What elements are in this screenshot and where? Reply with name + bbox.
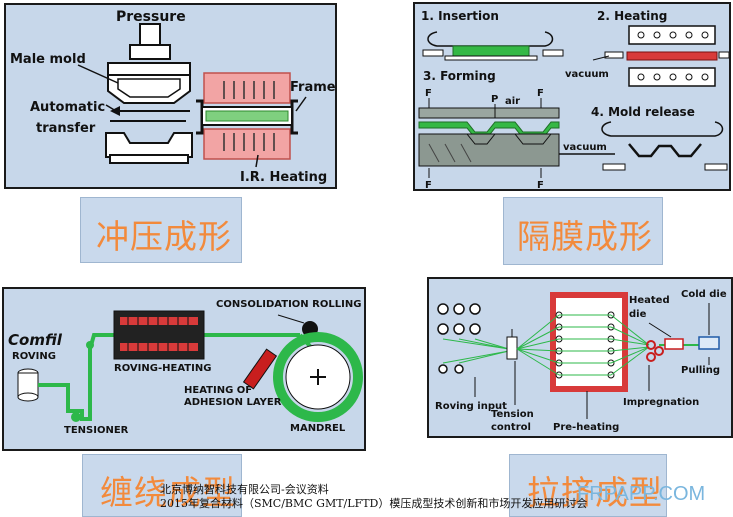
comfil-brand: Comfil <box>8 331 63 349</box>
consolidation-label: CONSOLIDATION ROLLING <box>216 299 361 310</box>
force-label-1: F <box>425 88 432 99</box>
tensioner-label: TENSIONER <box>64 425 129 436</box>
filament-winding-diagram: Comfil ROVING ROVING-HEATING CONSOLIDATI… <box>2 287 366 451</box>
male-mold <box>107 62 191 76</box>
ir-heater-bottom <box>203 128 291 160</box>
mandrel <box>273 332 363 422</box>
released-part <box>628 143 702 158</box>
ir-heater-top <box>203 72 291 104</box>
force-label-4: F <box>537 180 544 189</box>
roving-input-label: Roving input <box>435 401 507 412</box>
heating-laminate <box>626 51 718 61</box>
automatic-label: Automatic <box>30 100 105 115</box>
filament-caption-box <box>82 454 242 517</box>
filament-caption: 缠绕成型 <box>100 473 236 512</box>
impregnation-label: Impregnation <box>623 397 699 408</box>
stamping-caption-box <box>80 197 242 263</box>
vacuum-label-heating: vacuum <box>565 69 609 80</box>
adhesion-layer-label: ADHESION LAYER <box>184 397 282 408</box>
stamping-diagram: Pressure Male mold Automatic transfer Fr… <box>4 3 337 189</box>
insertion-laminate <box>452 45 530 57</box>
pressure-label: Pressure <box>116 9 186 25</box>
pulling-label: Pulling <box>681 365 720 376</box>
roving-label: ROVING <box>12 351 56 362</box>
laminate-sheet <box>205 110 289 122</box>
heating-label: 2. Heating <box>597 9 667 23</box>
pre-heating-label: Pre-heating <box>553 422 619 433</box>
footer-company: 北京博纳智科技有限公司-会议资料 <box>160 483 329 496</box>
footer-conference: 2015年复合材料（SMC/BMC GMT/LFTD）模压成型技术创新和市场开发… <box>160 497 588 510</box>
stamping-caption: 冲压成形 <box>96 217 232 256</box>
force-label-2: F <box>537 88 544 99</box>
mold-release-label: 4. Mold release <box>591 105 695 119</box>
pultrusion-diagram: Heated die Cold die Pulling Impregnation… <box>427 277 733 438</box>
mandrel-label: MANDREL <box>290 423 346 434</box>
insertion-label: 1. Insertion <box>421 9 499 23</box>
vacuum-label-forming: vacuum <box>563 142 607 153</box>
male-mold-label: Male mold <box>10 52 86 67</box>
forming-label: 3. Forming <box>423 69 496 83</box>
diaphragm-diagram: 1. Insertion 2. Heating 3. Forming 4. Mo… <box>413 2 731 191</box>
frame-label: Frame <box>290 80 335 95</box>
roving-heating-label: ROVING-HEATING <box>114 363 211 374</box>
watermark: FRPAPP.COM <box>577 483 706 505</box>
p-label: P <box>491 94 498 105</box>
pultrusion-caption: 拉挤成型 <box>527 473 663 512</box>
female-mold <box>105 132 193 158</box>
adhesion-heater <box>242 348 278 390</box>
die-label: die <box>629 309 647 320</box>
heating-of-label: HEATING OF <box>184 385 252 396</box>
tension-label: Tension <box>491 409 534 420</box>
force-label-3: F <box>425 180 432 189</box>
heated-die <box>664 338 684 350</box>
air-label: air <box>505 96 520 107</box>
diaphragm-caption: 隔膜成形 <box>517 217 653 256</box>
ir-heating-label: I.R. Heating <box>240 170 327 185</box>
heated-label: Heated <box>629 295 670 306</box>
transfer-label: transfer <box>36 121 96 136</box>
cold-die <box>698 336 720 350</box>
pressure-ram <box>139 23 161 47</box>
cold-die-label: Cold die <box>681 289 727 300</box>
diaphragm-caption-box <box>503 197 663 265</box>
tension-control <box>506 336 518 360</box>
control-label: control <box>491 422 531 433</box>
